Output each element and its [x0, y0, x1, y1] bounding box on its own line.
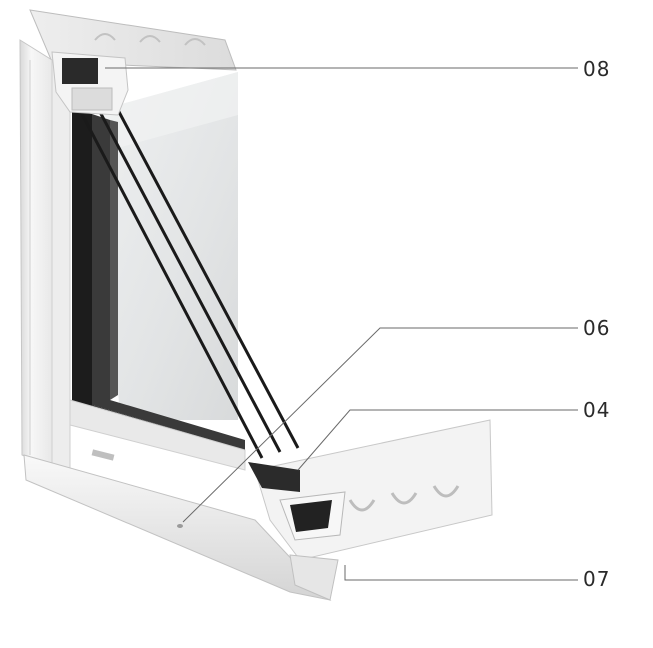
glass-panel: [100, 72, 238, 420]
leader-line-06: [182, 327, 578, 523]
callout-07: 07: [583, 567, 611, 591]
glazing-bead-frame: [72, 110, 245, 462]
callout-06: 06: [583, 316, 611, 340]
sill-profile: [23, 419, 493, 601]
leader-lines: [105, 67, 578, 581]
leader-line-04: [297, 409, 578, 471]
callout-08: 08: [583, 57, 611, 81]
callout-04: 04: [583, 398, 611, 422]
sash-bottom: [69, 399, 246, 471]
vertical-frame: [19, 39, 71, 471]
glass-panes-section: [80, 109, 300, 459]
leader-line-07: [344, 565, 578, 581]
